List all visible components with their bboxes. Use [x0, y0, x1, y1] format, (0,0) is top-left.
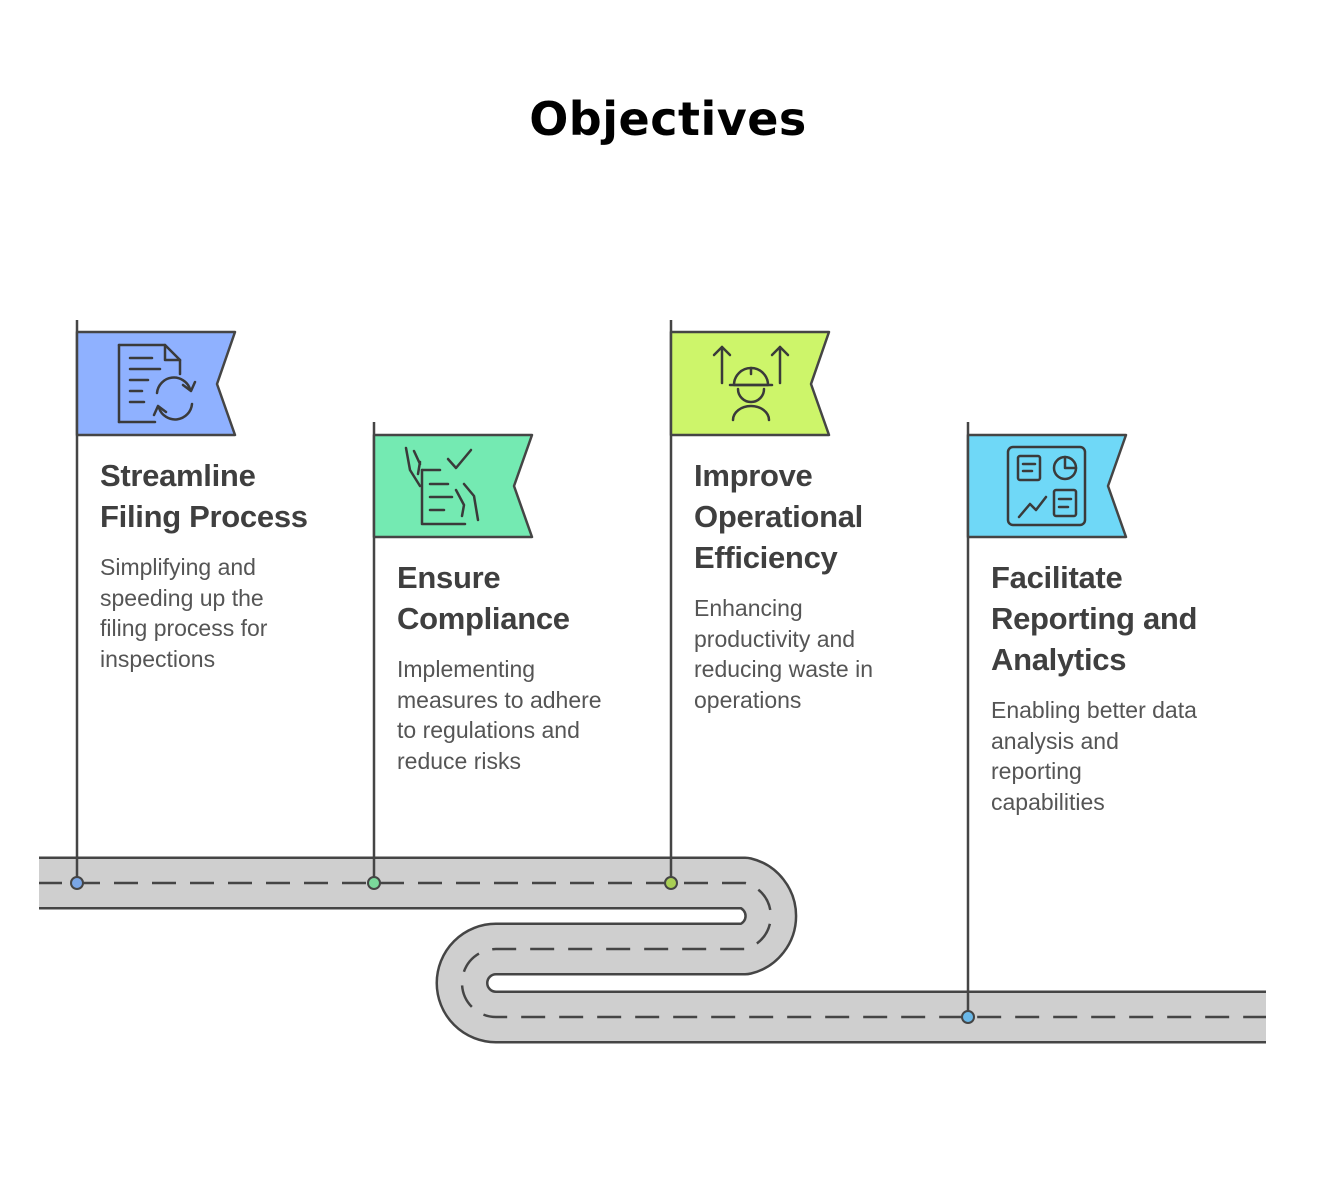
- milestone-3-dot: [664, 876, 678, 890]
- milestone-1-heading: Streamline Filing Process: [100, 458, 308, 534]
- milestone-2-heading: Ensure Compliance: [397, 560, 570, 636]
- worker-arrows-up-icon: [712, 345, 790, 422]
- milestone-4-description: Enabling better data analysis and report…: [991, 697, 1197, 815]
- milestone-4-text: Facilitate Reporting and Analytics Enabl…: [991, 557, 1198, 817]
- milestone-3-text: Improve Operational Efficiency Enhancing…: [694, 455, 873, 715]
- milestone-1-flag: [75, 330, 237, 437]
- milestone-3-flag: [669, 330, 831, 437]
- analytics-dashboard-icon: [1006, 445, 1087, 527]
- page-title: Objectives: [529, 92, 807, 146]
- road-lane-markings: [38, 881, 1266, 1019]
- milestone-2-description: Implementing measures to adhere to regul…: [397, 656, 602, 774]
- milestone-3-marker: [664, 320, 831, 890]
- milestone-4-dot: [961, 1010, 975, 1024]
- milestone-3-heading: Improve Operational Efficiency: [694, 458, 863, 575]
- milestone-2-marker: [367, 422, 534, 890]
- document-sync-icon: [117, 343, 197, 424]
- milestone-1-text: Streamline Filing Process Simplifying an…: [100, 455, 308, 674]
- milestone-4-marker: [961, 422, 1128, 1024]
- milestone-2-text: Ensure Compliance Implementing measures …: [397, 557, 602, 776]
- milestone-2-flag: [372, 433, 534, 539]
- hand-checklist-icon: [404, 446, 480, 526]
- road: [30, 852, 1286, 1050]
- milestone-1-description: Simplifying and speeding up the filing p…: [100, 554, 268, 672]
- milestone-2-dot: [367, 876, 381, 890]
- milestone-1-marker: [70, 320, 237, 890]
- milestone-3-description: Enhancing productivity and reducing wast…: [694, 595, 873, 713]
- milestone-1-dot: [70, 876, 84, 890]
- milestone-4-heading: Facilitate Reporting and Analytics: [991, 560, 1198, 677]
- milestone-4-flag: [966, 433, 1128, 539]
